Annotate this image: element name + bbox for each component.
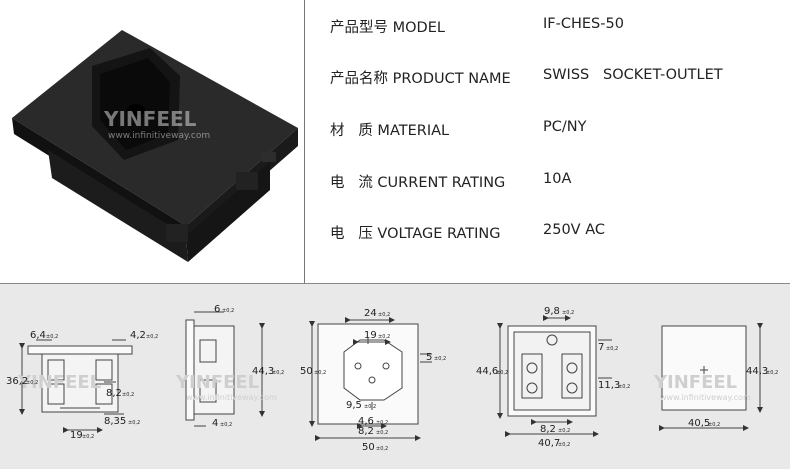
dim-label: 7 (598, 342, 604, 353)
dim-tol: ±0,2 (364, 404, 376, 410)
dim-label: 44,3 (746, 366, 768, 377)
spec-value: PC/NY (543, 119, 587, 135)
top-panel: YINFEEL www.infinitiveway.com 产品型号 MODEL… (0, 0, 723, 283)
dim-tol: ±0,2 (122, 392, 134, 398)
product-photo: YINFEEL www.infinitiveway.com (0, 0, 304, 283)
spec-label: 产品型号 MODEL (330, 20, 445, 36)
dim-tol: ±0,2 (496, 370, 508, 376)
dim-label: 4,2 (130, 330, 146, 341)
dim-tol: ±0,2 (128, 420, 140, 426)
photo-watermark-name: YINFEEL (103, 107, 197, 131)
technical-drawings: YINFEEL YINFEEL www.infinitiveway.com YI… (6, 304, 778, 453)
spec-value: SWISS SOCKET-OUTLET (543, 67, 723, 83)
dim-label: 11,3 (598, 380, 620, 391)
dim-tol: ±0,2 (376, 446, 388, 452)
dim-label: 44,6 (476, 366, 498, 377)
dim-tol: ±0,2 (562, 310, 574, 316)
dim-label: 5 (426, 352, 432, 363)
dim-label: 24 (364, 308, 377, 319)
watermark-right-url: www.infinitiveway.com (660, 393, 751, 402)
dim-label: 8,2 (358, 426, 374, 437)
dim-tol: ±0,2 (376, 430, 388, 436)
dim-tol: ±0,2 (82, 434, 94, 440)
dim-label: 50 (362, 442, 375, 453)
spec-label: 材 质 MATERIAL (330, 123, 450, 139)
dim-label: 40,7 (538, 438, 560, 449)
drawing-front-view (309, 317, 432, 441)
dim-label: 50 (300, 366, 313, 377)
dim-label: 9,5 (346, 400, 362, 411)
dim-tol: ±0,2 (378, 334, 390, 340)
dim-label: 4 (212, 418, 218, 429)
dim-tol: ±0,2 (378, 312, 390, 318)
dim-label: 6 (214, 304, 220, 315)
spec-value: 250V AC (543, 222, 605, 238)
spec-value: 10A (543, 171, 572, 187)
photo-watermark-url: www.infinitiveway.com (108, 131, 210, 141)
dim-label: 4,6 (358, 416, 374, 427)
spec-label: 电 流 CURRENT RATING (330, 175, 506, 191)
dim-tol: ±0,2 (146, 334, 158, 340)
dim-tol: ±0,2 (272, 370, 284, 376)
dim-tol: ±0,2 (558, 442, 570, 448)
dim-label: 8,35 (104, 416, 126, 427)
dim-label: 9,8 (544, 306, 560, 317)
dim-tol: ±0,2 (376, 420, 388, 426)
dim-label: 44,3 (252, 366, 274, 377)
drawing-side-elevation (185, 311, 265, 427)
dim-tol: ±0,2 (220, 422, 232, 428)
dim-tol: ±0,2 (708, 422, 720, 428)
dim-label: 8,2 (106, 388, 122, 399)
dim-label: 6,4 (30, 330, 46, 341)
watermark-mid-name: YINFEEL (175, 372, 259, 393)
spec-value: IF-CHES-50 (543, 16, 624, 32)
drawing-side-view (19, 339, 133, 433)
spec-label: 产品名称 PRODUCT NAME (330, 71, 511, 87)
horizontal-divider (0, 283, 790, 284)
dim-label: 19 (364, 330, 377, 341)
spec-label: 电 压 VOLTAGE RATING (330, 226, 501, 242)
dim-label: 36,2 (6, 376, 28, 387)
watermark-left-name: YINFEEL (17, 372, 101, 393)
dim-tol: ±0,2 (766, 370, 778, 376)
dim-tol: ±0,2 (618, 384, 630, 390)
dim-tol: ±0,2 (26, 380, 38, 386)
drawing-rear-view (497, 315, 612, 437)
watermark-right-name: YINFEEL (653, 372, 737, 393)
dim-tol: ±0,2 (434, 356, 446, 362)
dim-label: 19 (70, 430, 83, 441)
dim-tol: ±0,2 (314, 370, 326, 376)
dim-tol: ±0,2 (606, 346, 618, 352)
dim-tol: ±0,2 (558, 428, 570, 434)
drawing-back-plate (659, 323, 763, 431)
dim-tol: ±0,2 (46, 334, 58, 340)
watermark-mid-url: www.infinitiveway.com (186, 393, 277, 402)
dim-label: 8,2 (540, 424, 556, 435)
dim-tol: ±0,2 (222, 308, 234, 314)
dim-label: 40,5 (688, 418, 710, 429)
vertical-divider (304, 0, 305, 283)
